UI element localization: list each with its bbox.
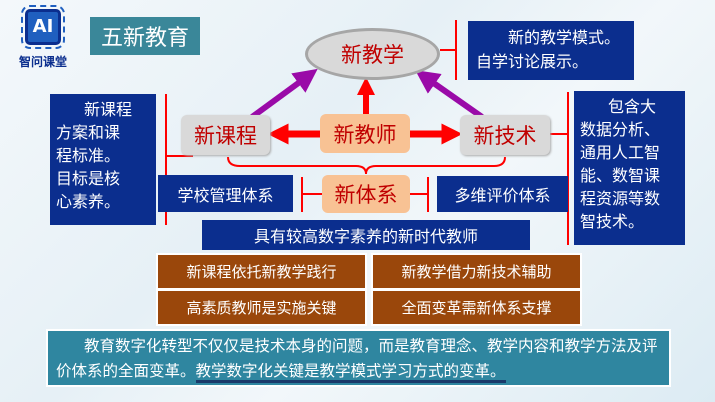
arrow-technology-to-teaching	[415, 70, 484, 120]
node-teacher: 新教师	[320, 114, 410, 153]
note-curriculum: 新课程 方案和课 程标准。 目标是核 心素养。	[50, 94, 156, 225]
point-1: 新课程依托新教学践行	[156, 253, 367, 290]
logo-caption: 智问课堂	[18, 54, 67, 69]
node-teaching: 新教学	[305, 28, 440, 80]
note-technology: 包含大 数据分析、 通用人工智 能、数智课 程资源等数 智技术。	[574, 91, 685, 245]
note-teacher-goal: 具有较高数字素养的新时代教师	[202, 220, 530, 250]
brace	[227, 156, 506, 175]
summary-highlight: 教学数字化关键是教学模式学习方式的变革。	[195, 362, 506, 383]
page-title: 五新教育	[90, 17, 200, 55]
point-2: 新教学借力新技术辅助	[371, 253, 582, 290]
ai-chip-icon: AI	[21, 4, 65, 49]
node-system: 新体系	[322, 175, 410, 213]
arrow-curriculum-to-teaching	[250, 68, 318, 120]
summary-box: 教育数字化转型不仅仅是技术本身的问题，而是教育理念、教学内容和教学方法及评价体系…	[46, 329, 671, 387]
logo: AI 智问课堂	[12, 4, 74, 74]
note-evaluation: 多维评价体系	[437, 176, 568, 212]
note-teaching: 新的教学模式。 自学讨论展示。	[468, 21, 634, 80]
point-4: 全面变革需新体系支撑	[371, 289, 582, 326]
node-curriculum: 新课程	[181, 115, 270, 155]
note-school-management: 学校管理体系	[158, 175, 293, 212]
node-technology: 新技术	[460, 115, 550, 155]
point-3: 高素质教师是实施关键	[156, 289, 367, 326]
